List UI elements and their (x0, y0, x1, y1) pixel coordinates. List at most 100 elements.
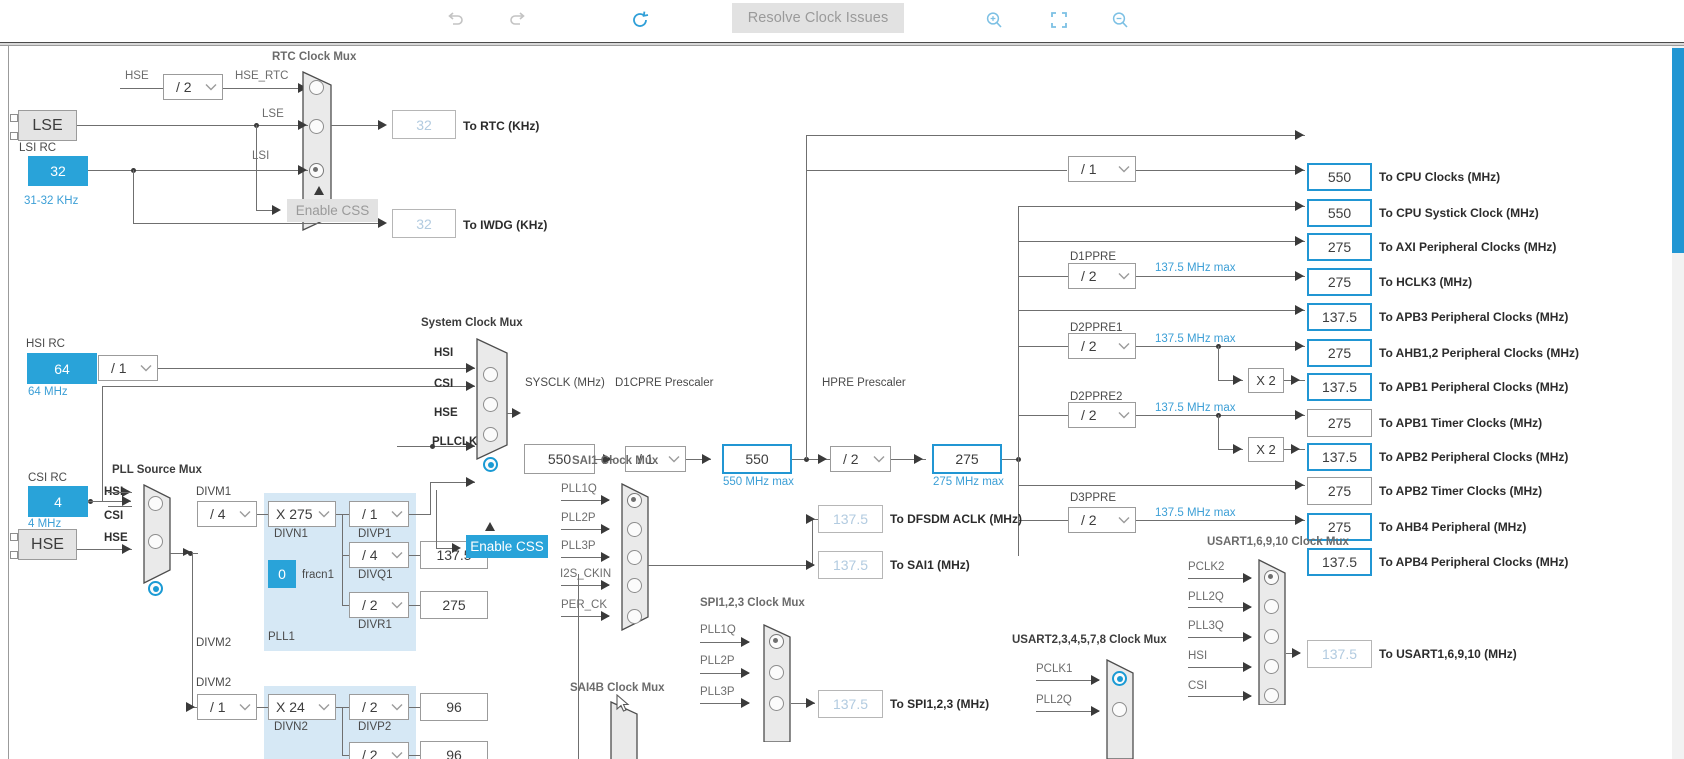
divr1-output-value[interactable]: 275 (420, 591, 488, 619)
usart2-option-pll2q[interactable] (1112, 702, 1127, 717)
pll-source-option-csi[interactable] (148, 534, 163, 549)
hsi-divider-select[interactable]: / 1 (98, 355, 158, 381)
divp2-select[interactable]: / 2 (349, 694, 409, 720)
wire (1188, 607, 1251, 608)
usart1-option-pll3q[interactable] (1264, 629, 1279, 644)
refresh-circular-icon[interactable] (626, 6, 654, 34)
spi-in-pll1q: PLL1Q (700, 624, 736, 636)
divn1-select[interactable]: X 275 (268, 501, 336, 527)
arrow (452, 543, 461, 553)
pll-source-option-hsi[interactable] (148, 496, 163, 511)
output-value-box[interactable]: 275 (1307, 477, 1372, 505)
output-value-box[interactable]: 275 (1307, 513, 1372, 541)
sai1-option-pll1q[interactable] (627, 493, 642, 508)
spi-output-value[interactable]: 137.5 (818, 690, 883, 718)
wire (1188, 637, 1251, 638)
hpre-select[interactable]: / 2 (830, 446, 891, 472)
magnifier-plus-icon[interactable] (980, 6, 1008, 34)
system-mux-option-hse[interactable] (483, 427, 498, 442)
divq1-select[interactable]: / 4 (349, 542, 409, 568)
redo-arrow-icon[interactable] (504, 6, 532, 34)
spi-option-pll1q[interactable] (769, 634, 784, 649)
output-value-box[interactable]: 275 (1307, 268, 1372, 296)
hpre-output-value[interactable]: 275 (932, 444, 1002, 474)
resolve-clock-issues-button[interactable]: Resolve Clock Issues (732, 3, 904, 33)
csi-value-box[interactable]: 4 (28, 486, 88, 517)
sysclk-value[interactable]: 550 (524, 444, 595, 474)
wire (88, 501, 131, 502)
hse-rtc-divider-select[interactable]: / 2 (163, 74, 223, 100)
pll-source-option-hse[interactable] (148, 581, 163, 596)
usart2-option-pclk1[interactable] (1112, 671, 1127, 686)
sai1-option-perck[interactable] (627, 609, 642, 624)
d2ppre1-select[interactable]: / 2 (1068, 333, 1136, 359)
arrow-up (314, 186, 324, 195)
system-mux-option-csi[interactable] (483, 397, 498, 412)
spi-clock-mux[interactable] (763, 624, 791, 742)
system-enable-css-button[interactable]: Enable CSS (466, 535, 548, 558)
hse-source-box[interactable]: HSE (18, 529, 77, 560)
dfsdm-output-value[interactable]: 137.5 (818, 505, 883, 533)
d2ppre2-select[interactable]: / 2 (1068, 402, 1136, 428)
divm2-select[interactable]: / 1 (197, 694, 257, 720)
system-mux-option-hsi[interactable] (483, 367, 498, 382)
divr1-select[interactable]: / 2 (349, 592, 409, 618)
usart1-option-pll2q[interactable] (1264, 599, 1279, 614)
undo-arrow-icon[interactable] (441, 6, 469, 34)
rtc-mux-option-hse[interactable] (309, 80, 324, 95)
output-value-box[interactable]: 275 (1307, 233, 1372, 261)
output-value-box[interactable]: 275 (1307, 339, 1372, 367)
divn2-select[interactable]: X 24 (268, 694, 336, 720)
wire (1188, 578, 1251, 579)
usart1-option-pclk2[interactable] (1264, 570, 1279, 585)
rtc-clock-mux-title: RTC Clock Mux (272, 51, 357, 63)
sai4b-clock-mux[interactable] (610, 701, 638, 759)
sai1-option-i2sckin[interactable] (627, 578, 642, 593)
output-value-box[interactable]: 137.5 (1307, 303, 1372, 331)
usart1-option-hsi[interactable] (1264, 659, 1279, 674)
lse-source-box[interactable]: LSE (18, 110, 77, 141)
d1ppre-select[interactable]: / 2 (1068, 263, 1136, 289)
apb1-timer-multiplier[interactable]: X 2 (1248, 368, 1284, 393)
divq2-select[interactable]: / 2 (349, 742, 409, 759)
rtc-mux-option-lse[interactable] (309, 119, 324, 134)
sai1-option-pll3p[interactable] (627, 550, 642, 565)
system-mux-option-pllclk[interactable] (483, 457, 498, 472)
output-value-box[interactable]: 550 (1307, 163, 1372, 191)
vertical-scrollbar-thumb[interactable] (1672, 48, 1684, 253)
iwdg-output-value[interactable]: 32 (392, 209, 456, 238)
d3ppre-select[interactable]: / 2 (1068, 507, 1136, 533)
hsi-value-box[interactable]: 64 (27, 353, 97, 384)
d1cpre-select[interactable]: / 1 (625, 446, 686, 472)
sai1-option-pll2p[interactable] (627, 522, 642, 537)
output-value-box[interactable]: 137.5 (1307, 443, 1372, 471)
divp2-output-value[interactable]: 96 (420, 693, 488, 721)
output-value-box[interactable]: 550 (1307, 199, 1372, 227)
sai1-output-value[interactable]: 137.5 (818, 551, 883, 579)
fit-to-screen-icon[interactable] (1045, 6, 1073, 34)
spi-option-pll2p[interactable] (769, 665, 784, 680)
output-value-box[interactable]: 137.5 (1307, 548, 1372, 576)
arrow (466, 363, 475, 373)
divm1-select[interactable]: / 4 (197, 501, 257, 527)
lsi-value-box[interactable]: 32 (28, 156, 88, 186)
divn2-label: DIVN2 (274, 721, 308, 733)
fracn1-value[interactable]: 0 (268, 560, 296, 588)
divp1-select[interactable]: / 1 (349, 501, 409, 527)
d1cpre-output-value[interactable]: 550 (722, 444, 792, 474)
usart1-output-value[interactable]: 137.5 (1307, 640, 1372, 668)
output-value-box[interactable]: 275 (1307, 409, 1372, 437)
apb2-timer-multiplier[interactable]: X 2 (1248, 437, 1284, 462)
rtc-enable-css-button[interactable]: Enable CSS (287, 199, 378, 222)
output-value-box[interactable]: 137.5 (1307, 373, 1372, 401)
arrow (1292, 648, 1301, 658)
wire (192, 553, 193, 707)
systick-prescaler-select[interactable]: / 1 (1068, 156, 1136, 182)
rtc-output-value[interactable]: 32 (392, 110, 456, 139)
divq2-output-value[interactable]: 96 (420, 741, 488, 759)
magnifier-minus-icon[interactable] (1106, 6, 1134, 34)
arrow (818, 454, 827, 464)
rtc-mux-option-lsi[interactable] (309, 163, 324, 178)
usart1-option-csi[interactable] (1264, 688, 1279, 703)
spi-option-pll3p[interactable] (769, 696, 784, 711)
